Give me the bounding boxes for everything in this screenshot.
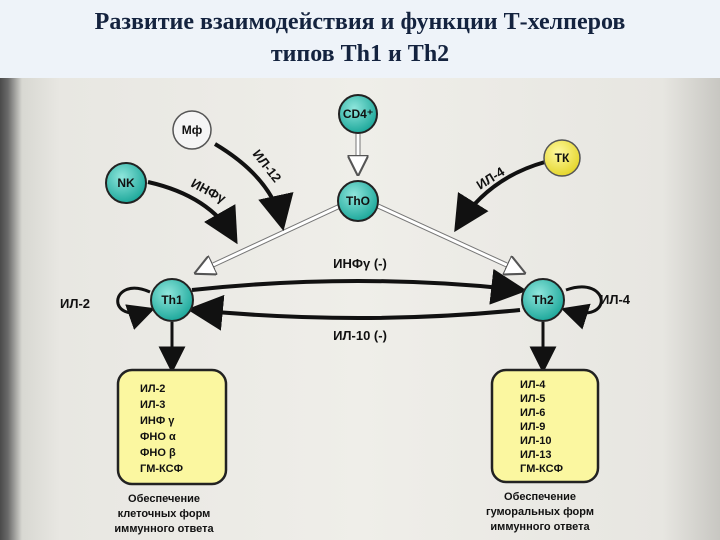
slide-title-line1: Развитие взаимодействия и функции Т-хелп… bbox=[94, 9, 626, 35]
arrow-th0-to-th2 bbox=[376, 203, 522, 272]
loop-th1-il2 bbox=[116, 286, 156, 330]
diagram-area: CD4⁺ ThO Мф NK ТК Th1 Th2 ИЛ-12 ИНФγ ИЛ bbox=[0, 78, 720, 540]
th2-item: ИЛ-9 bbox=[520, 421, 545, 433]
arrow-th2-to-th1 bbox=[186, 294, 521, 331]
node-nk: NK bbox=[105, 162, 147, 204]
th1-item: ФНО β bbox=[140, 447, 176, 459]
loop-th2-il4 bbox=[560, 285, 603, 330]
th2-item: ИЛ-5 bbox=[520, 393, 545, 405]
svg-text:ThO: ThO bbox=[346, 194, 370, 208]
arrow-th0-to-th1 bbox=[198, 203, 342, 272]
diagram-svg: CD4⁺ ThO Мф NK ТК Th1 Th2 ИЛ-12 ИНФγ ИЛ bbox=[60, 94, 631, 535]
th2-cytokine-box: ИЛ-4 ИЛ-5 ИЛ-6 ИЛ-9 ИЛ-10 ИЛ-13 ГМ-КСФ bbox=[490, 368, 600, 484]
svg-text:гуморальных форм: гуморальных форм bbox=[486, 506, 594, 518]
label-inf-nk: ИНФγ bbox=[189, 175, 229, 206]
node-th1: Th1 bbox=[150, 278, 194, 322]
svg-text:NK: NK bbox=[117, 176, 135, 190]
label-il4-self: ИЛ-4 bbox=[600, 292, 631, 307]
svg-text:CD4⁺: CD4⁺ bbox=[343, 107, 373, 121]
th1-item: ИНФ γ bbox=[140, 415, 175, 427]
slide-title-line2: типов Th1 и Th2 bbox=[270, 41, 450, 67]
svg-text:иммунного ответа: иммунного ответа bbox=[114, 523, 214, 535]
th2-caption: Обеспечение гуморальных форм иммунного о… bbox=[486, 491, 594, 533]
svg-text:Обеспечение: Обеспечение bbox=[504, 491, 576, 503]
arrow-mf-il12 bbox=[213, 142, 294, 232]
title-bar: Развитие взаимодействия и функции Т-хелп… bbox=[0, 0, 720, 80]
th2-item: ИЛ-6 bbox=[520, 407, 545, 419]
svg-text:Обеспечение: Обеспечение bbox=[128, 493, 200, 505]
th1-item: ИЛ-2 bbox=[140, 383, 165, 395]
label-il2-self: ИЛ-2 bbox=[60, 296, 90, 311]
th1-caption: Обеспечение клеточных форм иммунного отв… bbox=[114, 493, 214, 535]
svg-text:клеточных форм: клеточных форм bbox=[118, 508, 211, 520]
label-il12: ИЛ-12 bbox=[250, 147, 285, 186]
node-tk: ТК bbox=[543, 139, 581, 177]
label-il10-cross: ИЛ-10 (-) bbox=[333, 328, 387, 343]
th2-item: ИЛ-13 bbox=[520, 449, 552, 461]
arrow-th1-to-th2 bbox=[191, 268, 528, 305]
th2-item: ИЛ-10 bbox=[520, 435, 552, 447]
node-cd4: CD4⁺ bbox=[338, 94, 378, 134]
th2-item: ГМ-КСФ bbox=[520, 463, 563, 475]
label-inf-cross: ИНФγ (-) bbox=[333, 256, 387, 271]
th1-item: ГМ-КСФ bbox=[140, 463, 183, 475]
node-th2: Th2 bbox=[521, 278, 565, 322]
th1-item: ФНО α bbox=[140, 431, 176, 443]
arrow-tk-il4 bbox=[454, 160, 546, 233]
svg-text:иммунного ответа: иммунного ответа bbox=[490, 521, 590, 533]
svg-text:Th1: Th1 bbox=[161, 293, 183, 307]
svg-text:ТК: ТК bbox=[555, 151, 570, 165]
th2-item: ИЛ-4 bbox=[520, 379, 546, 391]
svg-text:Th2: Th2 bbox=[532, 293, 554, 307]
th1-item: ИЛ-3 bbox=[140, 399, 165, 411]
node-th0: ThO bbox=[337, 180, 379, 222]
arrow-nk-inf bbox=[147, 180, 238, 245]
svg-text:Мф: Мф bbox=[182, 123, 203, 137]
th1-cytokine-box: ИЛ-2 ИЛ-3 ИНФ γ ФНО α ФНО β ГМ-КСФ bbox=[116, 368, 228, 486]
node-mf: Мф bbox=[172, 110, 212, 150]
slide-title: Развитие взаимодействия и функции Т-хелп… bbox=[0, 6, 720, 70]
